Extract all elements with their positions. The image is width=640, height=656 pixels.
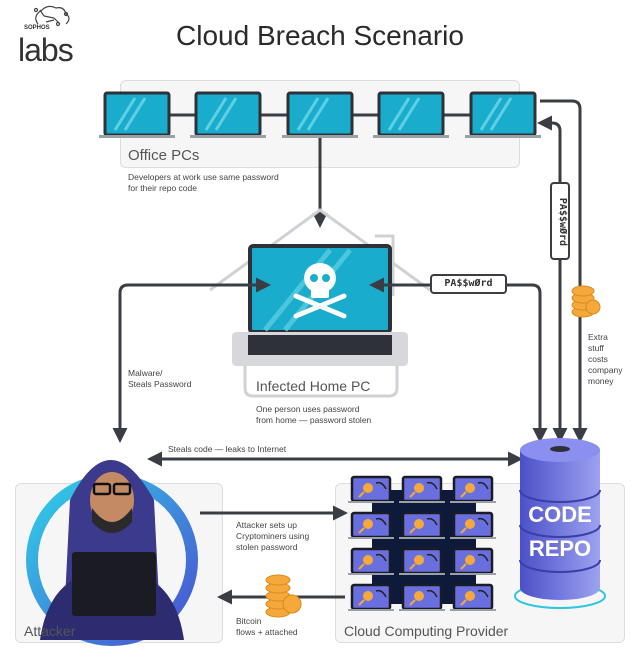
cryptominer-caption-line: stolen password (236, 542, 298, 552)
bitcoin-caption-line: flows + attached (236, 627, 298, 637)
page-title: Cloud Breach Scenario (176, 20, 464, 51)
home-caption-line: One person uses password (256, 404, 360, 414)
password-badge: PA$$wØrd (430, 274, 507, 294)
office-caption-line: for their repo code (128, 183, 197, 193)
cryptominer-caption-line: Attacker sets up (236, 520, 297, 530)
extra-cost-line: stuff (588, 343, 604, 353)
extra-cost-line: company (588, 365, 623, 375)
password-badge-vertical: PA$$wØrd (550, 182, 570, 260)
home-caption: One person uses password from home — pas… (256, 404, 371, 426)
cryptominer-grid (346, 475, 498, 613)
home-label: Infected Home PC (256, 378, 371, 394)
cryptominer-caption: Attacker sets up Cryptominers using stol… (236, 520, 309, 553)
bitcoin-caption: Bitcoin flows + attached (236, 616, 298, 638)
attacker-figure (26, 460, 198, 646)
code-repo-cylinder (514, 438, 606, 609)
coin-stack-icon (571, 285, 601, 318)
extra-cost-caption: Extra stuff costs company money (588, 332, 623, 387)
home-laptop (209, 208, 431, 398)
malware-caption: Malware/ Steals Password (128, 368, 191, 390)
office-laptops (99, 91, 543, 140)
steals-code-caption: Steals code — leaks to Internet (168, 444, 287, 454)
code-repo-label: CODE REPO (520, 498, 600, 566)
extra-cost-line: costs (588, 354, 608, 364)
code-repo-line: CODE (528, 502, 592, 527)
logo-name: labs (18, 32, 74, 68)
office-caption: Developers at work use same password for… (128, 172, 279, 194)
extra-cost-line: Extra (588, 332, 608, 342)
cryptominer-caption-line: Cryptominers using (236, 531, 310, 541)
office-label: Office PCs (128, 147, 200, 164)
password-vertical-text: PA$$wØrd (557, 197, 568, 247)
extra-cost-line: money (588, 376, 614, 386)
skull-icon (293, 263, 347, 319)
coin-stack-icon (265, 574, 302, 618)
attacker-label: Attacker (24, 623, 76, 639)
malware-caption-line: Malware/ (128, 368, 163, 378)
office-caption-line: Developers at work use same password (128, 172, 279, 182)
malware-caption-line: Steals Password (128, 379, 192, 389)
bitcoin-caption-line: Bitcoin (236, 616, 262, 626)
code-repo-line: REPO (528, 536, 592, 561)
logo-brand: SOPHOS (24, 25, 50, 31)
cloud-label: Cloud Computing Provider (344, 623, 509, 639)
home-caption-line: from home — password stolen (256, 415, 372, 425)
